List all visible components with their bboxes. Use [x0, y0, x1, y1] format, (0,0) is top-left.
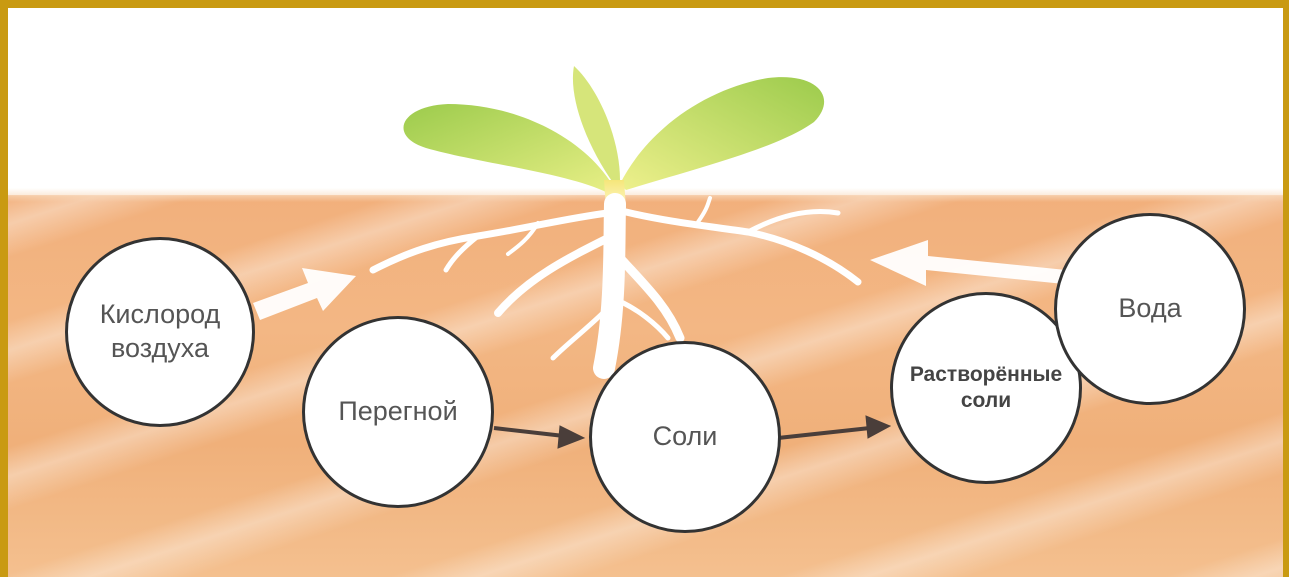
- water-label: Вода: [1118, 292, 1181, 326]
- oxygen-label: Кислород воздуха: [100, 298, 221, 366]
- dissolved-salts-node: Растворённые соли: [890, 292, 1082, 484]
- oxygen-node: Кислород воздуха: [65, 237, 255, 427]
- salts-node: Соли: [589, 341, 781, 533]
- dissolved-salts-label: Растворённые соли: [910, 362, 1062, 415]
- diagram-frame: Кислород воздуха Перегной Соли Растворён…: [8, 8, 1283, 577]
- humus-node: Перегной: [302, 316, 494, 508]
- humus-label: Перегной: [338, 395, 457, 429]
- water-node: Вода: [1054, 213, 1246, 405]
- water-arrow: [870, 240, 1066, 286]
- right-leaf: [620, 77, 824, 190]
- salts-label: Соли: [653, 420, 718, 454]
- oxygen-arrow: [253, 268, 356, 320]
